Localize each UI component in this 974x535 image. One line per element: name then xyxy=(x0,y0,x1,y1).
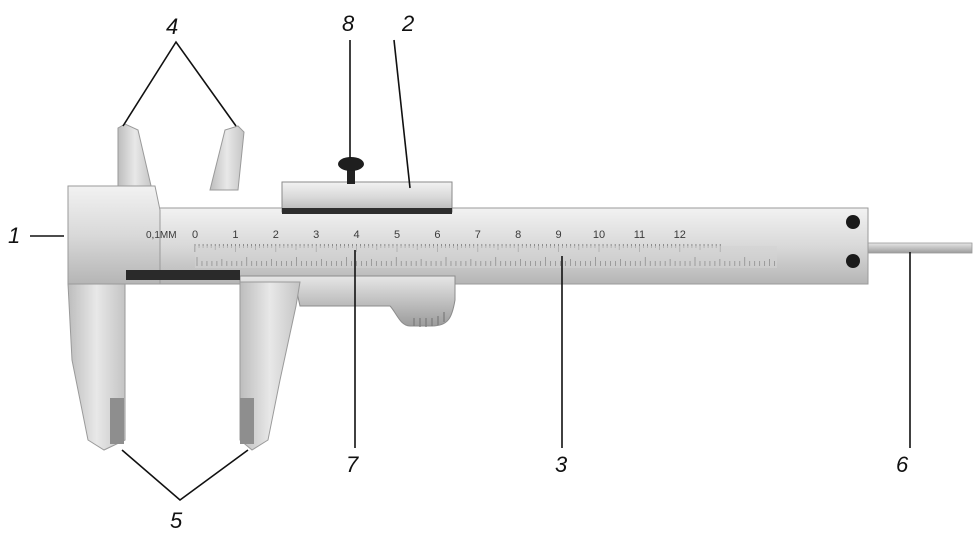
callout-6: 6 xyxy=(896,452,909,477)
scale-number: 3 xyxy=(313,229,319,241)
depth-rod xyxy=(867,242,973,254)
sliding-inside-jaw xyxy=(209,125,245,191)
callout-2: 2 xyxy=(401,11,414,36)
vernier-scale xyxy=(196,257,775,266)
unit-label: 0,1MM xyxy=(146,230,177,241)
jaw-gap-shadow xyxy=(126,270,240,280)
callout-8: 8 xyxy=(342,11,355,36)
sliding-jaw-face xyxy=(240,398,254,444)
vernier-scale-strip xyxy=(195,246,777,268)
beam-screw-bottom xyxy=(846,254,860,268)
callout-4: 4 xyxy=(166,14,178,39)
scale-number: 8 xyxy=(515,229,521,241)
fixed-head xyxy=(67,185,161,285)
leader-lines xyxy=(30,39,911,502)
slider-top-shadow xyxy=(282,208,452,214)
fixed-jaw-face xyxy=(110,398,124,444)
leader-line-2 xyxy=(393,39,411,189)
callout-3: 3 xyxy=(555,452,568,477)
scale-number: 10 xyxy=(593,229,605,241)
thumb-grip-ridges xyxy=(413,312,445,327)
scale-number: 4 xyxy=(354,229,360,241)
leader-line-4 xyxy=(122,40,237,127)
scale-number: 7 xyxy=(475,229,481,241)
callout-5: 5 xyxy=(170,508,183,533)
leader-line-5 xyxy=(121,449,249,502)
beam-screw-top xyxy=(846,215,860,229)
scale-number: 0 xyxy=(192,229,198,241)
fixed-inside-jaw xyxy=(117,123,153,191)
locking-screw-stem xyxy=(347,170,355,184)
scale-number: 9 xyxy=(556,229,562,241)
scale-number: 6 xyxy=(434,229,440,241)
slider-top-block xyxy=(281,181,453,213)
callout-1: 1 xyxy=(8,223,20,248)
scale-number: 1 xyxy=(232,229,238,241)
callout-7: 7 xyxy=(346,452,359,477)
scale-number: 2 xyxy=(273,229,279,241)
locking-screw-head xyxy=(338,157,364,171)
scale-number: 12 xyxy=(674,229,686,241)
scale-number: 5 xyxy=(394,229,400,241)
scale-number: 11 xyxy=(634,229,645,241)
slider-body xyxy=(239,275,456,327)
